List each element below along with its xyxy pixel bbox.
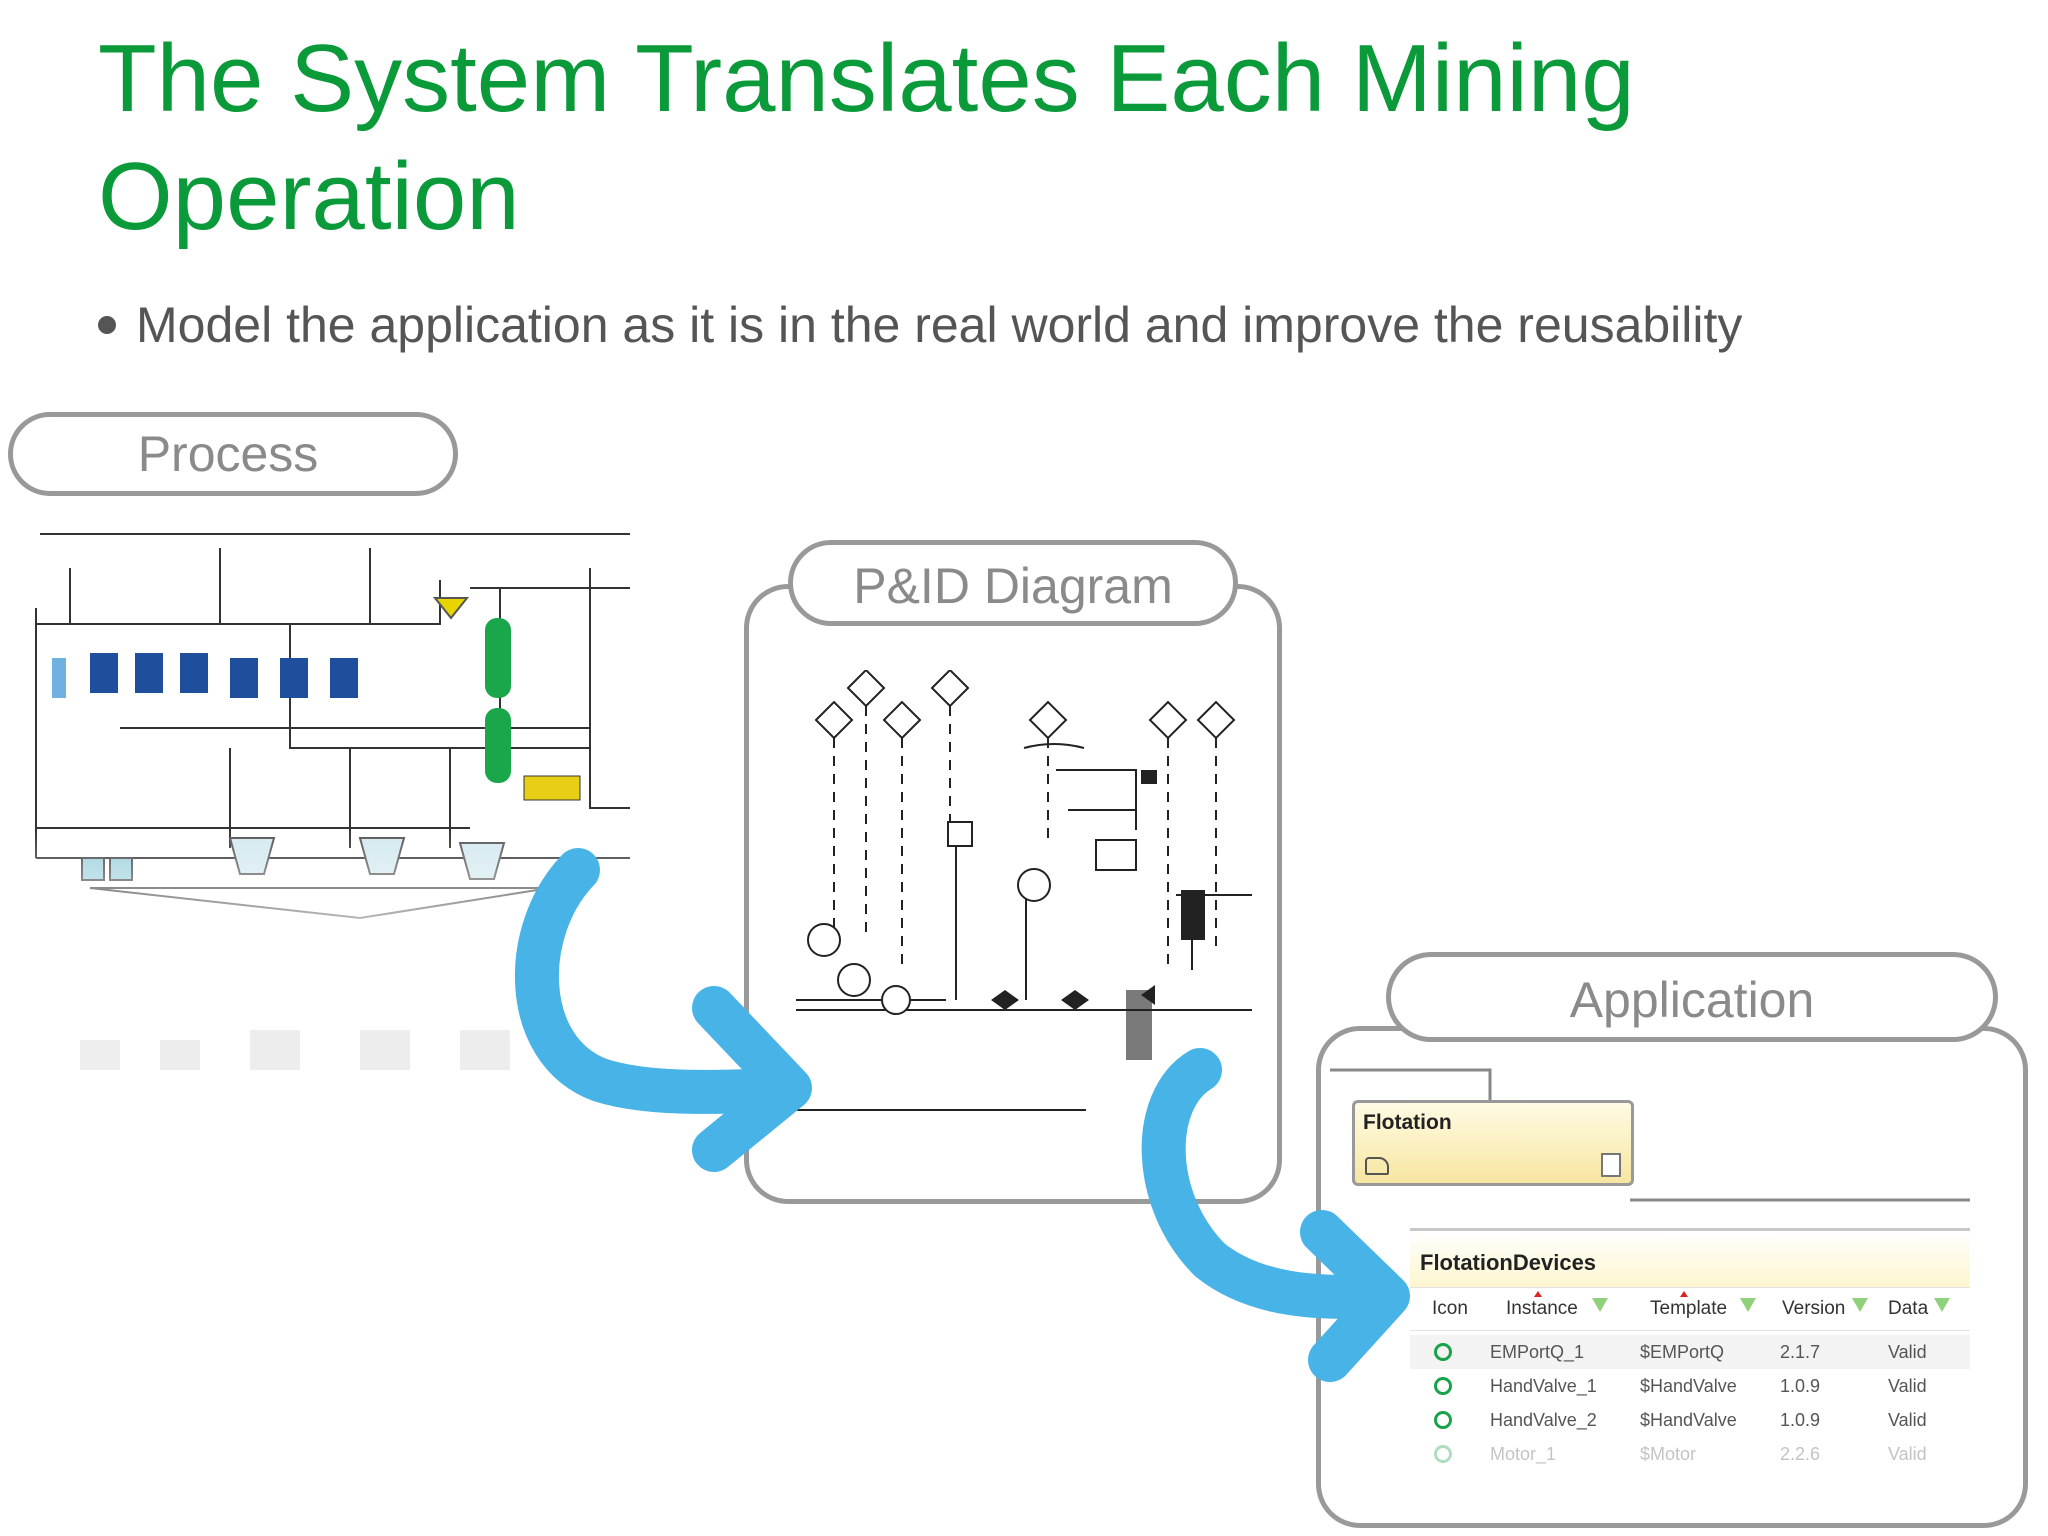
flotation-cells (52, 653, 358, 698)
pid-label-text: P&ID Diagram (853, 558, 1173, 614)
pid-instruments (807, 821, 1137, 1015)
table-row[interactable]: HandValve_2 $HandValve 1.0.9 Valid (1410, 1403, 1970, 1437)
sort-icon (1680, 1291, 1688, 1297)
cell-version: 1.0.9 (1780, 1376, 1821, 1396)
cell-instance: HandValve_1 (1490, 1376, 1597, 1396)
flotation-devices-table: FlotationDevices Icon Instance Template … (1410, 1228, 1970, 1471)
screen-filter (523, 775, 581, 801)
pid-diagram (796, 670, 1252, 1150)
filter-icon[interactable] (1592, 1298, 1608, 1312)
table-title: FlotationDevices (1410, 1231, 1970, 1287)
cell-template: $HandValve (1640, 1376, 1737, 1396)
cell-data: Valid (1888, 1444, 1927, 1464)
column-version[interactable]: Version (1782, 1298, 1846, 1319)
cell-template: $EMPortQ (1640, 1342, 1725, 1362)
spiral-conveyor (485, 618, 511, 783)
cell-template: $HandValve (1640, 1410, 1737, 1430)
slide-title: The System Translates Each Mining Operat… (98, 25, 1635, 250)
pid-label: P&ID Diagram (788, 540, 1238, 626)
cell-version: 2.1.7 (1780, 1342, 1821, 1362)
column-instance[interactable]: Instance (1506, 1298, 1578, 1319)
cell-instance: HandValve_2 (1490, 1410, 1597, 1430)
process-reflection (80, 1030, 510, 1070)
table-row[interactable]: HandValve_1 $HandValve 1.0.9 Valid (1410, 1369, 1970, 1403)
cell-version: 2.2.6 (1780, 1444, 1821, 1464)
bullet-item: Model the application as it is in the re… (98, 296, 1742, 354)
cell-data: Valid (1888, 1410, 1927, 1430)
gear-icon (1434, 1343, 1452, 1361)
filter-icon[interactable] (1852, 1298, 1868, 1312)
column-icon[interactable]: Icon (1432, 1298, 1468, 1319)
process-flow-diagram (30, 528, 670, 968)
table-row[interactable]: Motor_1 $Motor 2.2.6 Valid (1410, 1437, 1970, 1471)
cell-data: Valid (1888, 1342, 1927, 1362)
gear-icon (1434, 1377, 1452, 1395)
table-row[interactable]: EMPortQ_1 $EMPortQ 2.1.7 Valid (1410, 1335, 1970, 1369)
area-icon (1365, 1157, 1389, 1175)
gear-icon (1434, 1411, 1452, 1429)
table-header: Icon Instance Template Version Data (1410, 1287, 1970, 1331)
column-template[interactable]: Template (1650, 1298, 1728, 1319)
application-label: Application (1386, 952, 1998, 1042)
flotation-node-title: Flotation (1363, 1111, 1452, 1134)
process-label: Process (8, 412, 458, 496)
cell-instance: EMPortQ_1 (1490, 1342, 1585, 1362)
filter-icon[interactable] (1934, 1298, 1950, 1312)
gear-icon (1434, 1445, 1452, 1463)
filter-icon[interactable] (1740, 1298, 1756, 1312)
cell-template: $Motor (1640, 1444, 1697, 1464)
bullet-dot-icon (98, 315, 116, 334)
copy-icon[interactable] (1601, 1153, 1621, 1177)
flotation-node[interactable]: Flotation (1352, 1100, 1634, 1186)
cell-data: Valid (1888, 1376, 1927, 1396)
bullet-text: Model the application as it is in the re… (136, 297, 1743, 353)
process-label-text: Process (137, 426, 319, 482)
cell-instance: Motor_1 (1490, 1444, 1557, 1464)
application-label-text: Application (1569, 972, 1815, 1028)
column-data[interactable]: Data (1888, 1298, 1929, 1319)
cell-version: 1.0.9 (1780, 1410, 1821, 1430)
sort-icon (1534, 1291, 1542, 1297)
